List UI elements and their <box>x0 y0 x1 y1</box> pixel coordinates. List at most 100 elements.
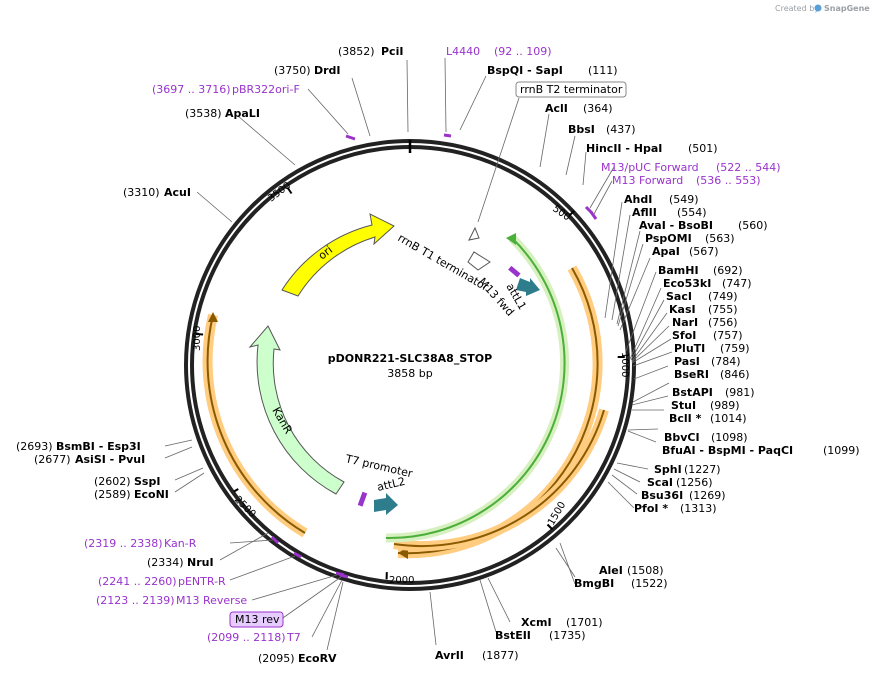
site-name-pcii[interactable]: PciI <box>381 45 403 58</box>
site-name-pfoi[interactable]: PfoI * <box>634 502 668 515</box>
site-name-bsteii[interactable]: BstEII <box>495 629 531 642</box>
site-name-drdi[interactable]: DrdI <box>314 64 341 77</box>
orf-arc-inner <box>393 408 609 551</box>
site-name-eco53ki[interactable]: Eco53kI <box>663 277 711 290</box>
site-pos-saci: (749) <box>708 290 738 303</box>
site-name-apai[interactable]: ApaI <box>652 245 680 258</box>
site-pos-avai: (560) <box>738 219 768 232</box>
site-name-bcli[interactable]: BclI * <box>669 412 702 425</box>
site-name-bbsi[interactable]: BbsI <box>568 123 595 136</box>
site-pos-bmgbi: (1522) <box>631 577 668 590</box>
site-name-sfoi[interactable]: SfoI <box>672 329 696 342</box>
site-name-sspi[interactable]: SspI <box>134 475 160 488</box>
site-pos-pasi: (784) <box>711 355 741 368</box>
primer-range-m13puc: (522 .. 544) <box>716 161 781 174</box>
site-name-pasi[interactable]: PasI <box>674 355 700 368</box>
site-name-saci[interactable]: SacI <box>666 290 692 303</box>
site-pos-nari: (756) <box>708 316 738 329</box>
site-pos-acli: (364) <box>583 102 613 115</box>
site-pos-bfuai: (1099) <box>823 444 860 457</box>
m13-fwd-marker <box>508 265 521 278</box>
site-name-stui[interactable]: StuI <box>671 399 696 412</box>
primer-range-m13fwd: (536 .. 553) <box>696 174 761 187</box>
site-name-avrii[interactable]: AvrII <box>435 649 464 662</box>
site-pos-ahdi: (549) <box>669 193 699 206</box>
site-name-alei[interactable]: AleI <box>599 564 623 577</box>
primer-name-m13fwd[interactable]: M13 Forward <box>612 174 683 187</box>
site-name-nrui[interactable]: NruI <box>187 556 214 569</box>
tick-label-1000: 1000 <box>619 352 630 377</box>
orf-arc-left <box>202 312 308 538</box>
rrnb-t1-arrow <box>467 251 491 271</box>
primer-name-m13rev[interactable]: M13 Reverse <box>176 594 247 607</box>
site-pos-econi: (2589) <box>94 488 131 501</box>
site-name-bmgbi[interactable]: BmgBI <box>574 577 614 590</box>
site-pos-pluti: (759) <box>720 342 750 355</box>
site-pos-scai: (1256) <box>676 476 713 489</box>
site-name-asisi[interactable]: AsiSI - PvuI <box>75 453 145 466</box>
site-name-acli[interactable]: AclI <box>545 102 568 115</box>
site-name-nari[interactable]: NarI <box>672 316 698 329</box>
site-name-bspqi[interactable]: BspQI - SapI <box>487 64 563 77</box>
site-pos-kasi: (755) <box>708 303 738 316</box>
attl1-arrow <box>516 278 540 296</box>
plasmid-length: 3858 bp <box>387 367 432 380</box>
tick-label-3000: 3000 <box>192 326 203 351</box>
site-name-bstapi[interactable]: BstAPI <box>672 386 713 399</box>
site-name-scai[interactable]: ScaI <box>647 476 673 489</box>
site-name-hincii[interactable]: HincII - HpaI <box>586 142 662 155</box>
site-name-sphi[interactable]: SphI <box>654 463 682 476</box>
site-name-bsmbi[interactable]: BsmBI - Esp3I <box>56 440 141 453</box>
site-pos-bseri: (846) <box>720 368 750 381</box>
primer-range-m13rev: (2123 .. 2139) <box>96 594 175 607</box>
site-pos-stui: (989) <box>710 399 740 412</box>
credit-brand: SnapGene <box>824 4 870 13</box>
t7-marker <box>357 491 368 507</box>
site-pos-drdi: (3750) <box>274 64 311 77</box>
site-pos-apai: (567) <box>689 245 719 258</box>
site-name-bamhi[interactable]: BamHI <box>658 264 699 277</box>
site-pos-pcii: (3852) <box>338 45 375 58</box>
primer-name-m13puc[interactable]: M13/pUC Forward <box>601 161 699 174</box>
site-pos-aflii: (554) <box>677 206 707 219</box>
site-pos-ecorv: (2095) <box>258 652 295 665</box>
green-arc <box>385 233 570 543</box>
site-name-econi[interactable]: EcoNI <box>134 488 169 501</box>
site-name-acui[interactable]: AcuI <box>164 186 191 199</box>
site-pos-bbvci: (1098) <box>711 431 748 444</box>
site-name-aflii[interactable]: AflII <box>632 206 657 219</box>
site-name-avai[interactable]: AvaI - BsoBI <box>639 219 713 232</box>
rrnb-t2-arrow <box>468 226 480 241</box>
rrnb-t2-label: rrnB T2 terminator <box>520 83 623 96</box>
site-name-bfuai[interactable]: BfuAI - BspMI - PaqCI <box>662 444 793 457</box>
site-pos-apali: (3538) <box>185 107 222 120</box>
plasmid-name: pDONR221-SLC38A8_STOP <box>328 352 492 365</box>
site-name-bbvci[interactable]: BbvCI <box>664 431 700 444</box>
site-name-ecorv[interactable]: EcoRV <box>298 652 337 665</box>
site-name-ahdi[interactable]: AhdI <box>624 193 652 206</box>
site-name-pluti[interactable]: PluTI <box>674 342 705 355</box>
site-name-kasi[interactable]: KasI <box>669 303 696 316</box>
site-name-apali[interactable]: ApaLI <box>225 107 260 120</box>
snapgene-logo-icon <box>814 4 822 12</box>
primer-name-l4440[interactable]: L4440 <box>446 45 480 58</box>
primer-name-kanr[interactable]: Kan-R <box>164 537 197 550</box>
site-pos-sphi: (1227) <box>684 463 721 476</box>
rrnb-t2-box[interactable] <box>515 81 627 98</box>
primer-name-pentr[interactable]: pENTR-R <box>178 575 226 588</box>
kanr-arrow <box>248 325 345 495</box>
site-pos-acui: (3310) <box>123 186 160 199</box>
site-name-xcmi[interactable]: XcmI <box>521 616 552 629</box>
site-name-pspomi[interactable]: PspOMI <box>645 232 692 245</box>
tick-marks <box>195 186 625 580</box>
m13-rev-box[interactable] <box>229 611 284 628</box>
primer-name-t7[interactable]: T7 <box>286 631 301 644</box>
site-pos-sspi: (2602) <box>94 475 131 488</box>
site-name-bseri[interactable]: BseRI <box>674 368 709 381</box>
primer-markers <box>270 133 598 579</box>
primer-name-pbr322[interactable]: pBR322ori-F <box>232 83 300 96</box>
site-pos-pfoi: (1313) <box>680 502 717 515</box>
site-name-bsu36i[interactable]: Bsu36I <box>641 489 683 502</box>
tick-label-1500: 1500 <box>546 500 568 528</box>
